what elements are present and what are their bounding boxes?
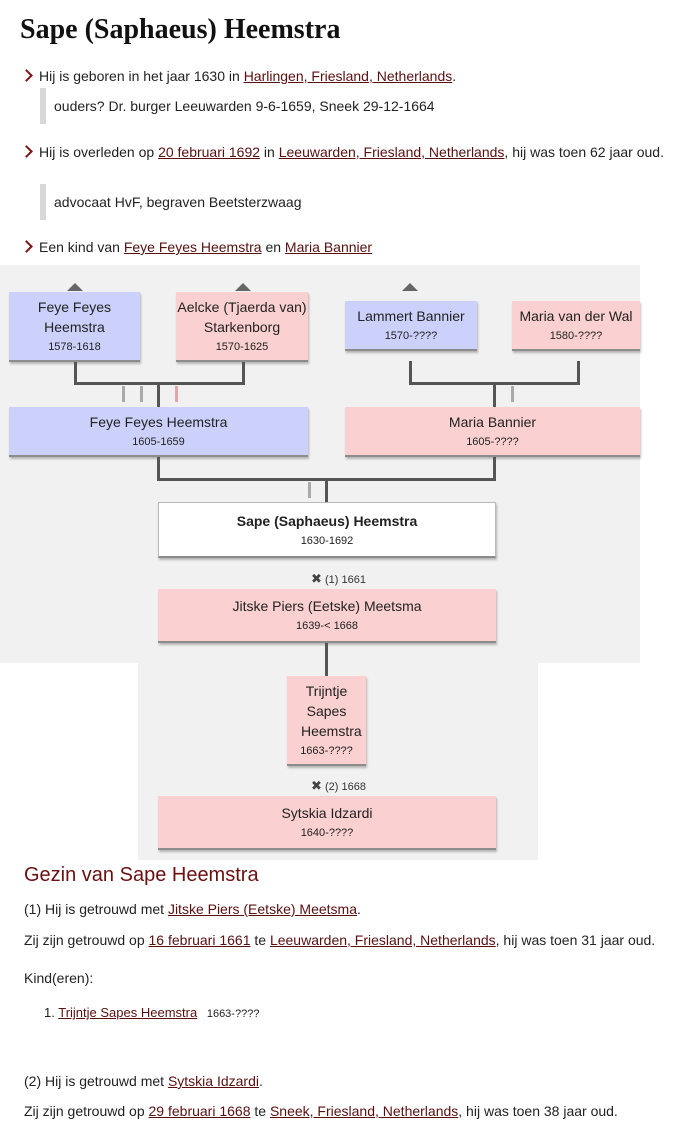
- wedding-1-post: , hij was toen 31 jaar oud.: [495, 932, 656, 948]
- person-name: Trijntje Sapes Heemstra: [301, 683, 362, 739]
- person-dates: 1570-????: [384, 330, 438, 342]
- marriage-2-post: .: [258, 1073, 263, 1089]
- children-label: Kind(eren):: [24, 970, 94, 986]
- wedding-2-post: , hij was toen 38 jaar oud.: [458, 1103, 618, 1119]
- sibling-tick: [175, 386, 178, 402]
- wedding-1-place-link[interactable]: Leeuwarden, Friesland, Netherlands: [269, 932, 496, 948]
- connector-line: [409, 361, 412, 384]
- marriage-icon: ✖: [311, 778, 322, 793]
- connector-line: [157, 457, 160, 480]
- death-mid: in: [260, 144, 279, 160]
- birth-place-link[interactable]: Harlingen, Friesland, Netherlands: [243, 68, 453, 84]
- person-dates: 1580-????: [549, 330, 603, 342]
- parents-mid: en: [261, 239, 285, 255]
- sibling-tick: [511, 386, 514, 402]
- connector-line: [74, 362, 77, 384]
- sibling-tick: [308, 482, 311, 498]
- person-name: Maria Bannier: [448, 414, 537, 430]
- sibling-tick: [122, 386, 125, 402]
- marriage-icon: ✖: [311, 571, 322, 586]
- person-dates: 1578-1618: [48, 341, 101, 353]
- sibling-tick: [140, 386, 143, 402]
- person-box-child[interactable]: Trijntje Sapes Heemstra 1663-????: [287, 676, 366, 766]
- person-name: Feye Feyes Heemstra: [37, 299, 112, 335]
- family-heading: Gezin van Sape Heemstra: [24, 864, 259, 886]
- birth-note: ouders? Dr. burger Leeuwarden 9-6-1659, …: [40, 88, 435, 124]
- expand-up-icon[interactable]: [235, 283, 251, 291]
- death-place-link[interactable]: Leeuwarden, Friesland, Netherlands: [278, 144, 505, 160]
- marriage-1-line: (1) Hij is getrouwd met Jitske Piers (Ee…: [24, 900, 664, 919]
- wedding-1-text: Zij zijn getrouwd op: [24, 932, 149, 948]
- birth-fact: Hij is geboren in het jaar 1630 in Harli…: [20, 66, 672, 86]
- person-name: Sytskia Idzardi: [281, 805, 373, 821]
- birth-text: Hij is geboren in het jaar 1630 in: [39, 68, 244, 84]
- person-name: Feye Feyes Heemstra: [89, 414, 228, 430]
- person-dates: 1640-????: [300, 827, 354, 839]
- person-name: Maria van der Wal: [519, 308, 633, 324]
- connector-line: [242, 362, 245, 384]
- wedding-2-date-link[interactable]: 29 februari 1668: [148, 1103, 251, 1119]
- page-title: Sape (Saphaeus) Heemstra: [20, 14, 341, 45]
- wedding-1-mid: te: [250, 932, 270, 948]
- person-box-grandfather-maternal[interactable]: Lammert Bannier 1570-????: [345, 301, 477, 351]
- person-dates: 1605-????: [466, 436, 519, 448]
- death-date-link[interactable]: 20 februari 1692: [158, 144, 261, 160]
- wedding-1-line: Zij zijn getrouwd op 16 februari 1661 te…: [24, 931, 664, 950]
- child-dates: 1663-????: [206, 1008, 260, 1020]
- death-text: Hij is overleden op: [39, 144, 159, 160]
- marriage-label: (2) 1668: [324, 781, 366, 793]
- person-box-grandmother-paternal[interactable]: Aelcke (Tjaerda van) Starkenborg 1570-16…: [176, 292, 308, 362]
- person-dates: 1570-1625: [215, 341, 269, 353]
- wedding-2-mid: te: [250, 1103, 270, 1119]
- spouse-2-link[interactable]: Sytskia Idzardi: [167, 1073, 259, 1089]
- person-dates: 1663-????: [300, 745, 353, 757]
- marriage-1-post: .: [357, 901, 361, 917]
- person-dates: 1639-< 1668: [295, 620, 359, 632]
- mother-link[interactable]: Maria Bannier: [284, 239, 373, 255]
- list-item: 1. Trijntje Sapes Heemstra 1663-????: [44, 1005, 259, 1020]
- person-box-grandfather-paternal[interactable]: Feye Feyes Heemstra 1578-1618: [9, 292, 140, 362]
- person-box-mother[interactable]: Maria Bannier 1605-????: [345, 407, 640, 457]
- person-name: Aelcke (Tjaerda van) Starkenborg: [177, 299, 307, 335]
- person-dates: 1605-1659: [132, 436, 185, 448]
- child-link[interactable]: Trijntje Sapes Heemstra: [58, 1005, 198, 1020]
- person-name: Sape (Saphaeus) Heemstra: [236, 512, 418, 529]
- wedding-1-date-link[interactable]: 16 februari 1661: [148, 932, 251, 948]
- connector-line: [493, 457, 496, 480]
- wedding-2-text: Zij zijn getrouwd op: [24, 1103, 149, 1119]
- connector-line: [325, 643, 328, 676]
- expand-up-icon[interactable]: [402, 283, 418, 291]
- wedding-2-place-link[interactable]: Sneek, Friesland, Netherlands: [269, 1103, 459, 1119]
- person-box-spouse-1[interactable]: Jitske Piers (Eetske) Meetsma 1639-< 166…: [158, 589, 496, 643]
- person-dates: 1630-1692: [300, 534, 354, 547]
- parents-text: Een kind van: [39, 239, 124, 255]
- marriage-marker-2: ✖ (2) 1668: [311, 778, 366, 794]
- parents-fact: Een kind van Feye Feyes Heemstra en Mari…: [20, 237, 672, 257]
- person-box-grandmother-maternal[interactable]: Maria van der Wal 1580-????: [512, 301, 640, 351]
- connector-line: [577, 361, 580, 384]
- connector-line: [157, 382, 160, 407]
- death-note: advocaat HvF, begraven Beetsterzwaag: [40, 184, 301, 220]
- marriage-marker-1: ✖ (1) 1661: [311, 571, 366, 587]
- father-link[interactable]: Feye Feyes Heemstra: [123, 239, 262, 255]
- person-name: Lammert Bannier: [357, 308, 465, 324]
- person-box-self[interactable]: Sape (Saphaeus) Heemstra 1630-1692: [158, 502, 496, 558]
- wedding-2-line: Zij zijn getrouwd op 29 februari 1668 te…: [24, 1102, 664, 1121]
- spouse-1-link[interactable]: Jitske Piers (Eetske) Meetsma: [167, 901, 357, 917]
- marriage-label: (1) 1661: [324, 574, 366, 586]
- person-name: Jitske Piers (Eetske) Meetsma: [232, 598, 422, 614]
- connector-line: [325, 478, 328, 502]
- death-fact: Hij is overleden op 20 februari 1692 in …: [20, 142, 672, 162]
- person-box-father[interactable]: Feye Feyes Heemstra 1605-1659: [9, 407, 308, 457]
- marriage-2-text: (2) Hij is getrouwd met: [24, 1073, 168, 1089]
- person-box-spouse-2[interactable]: Sytskia Idzardi 1640-????: [158, 796, 496, 850]
- marriage-2-line: (2) Hij is getrouwd met Sytskia Idzardi.: [24, 1072, 664, 1091]
- connector-line: [493, 382, 496, 407]
- death-post: , hij was toen 62 jaar oud.: [504, 144, 664, 160]
- expand-up-icon[interactable]: [67, 283, 83, 291]
- child-number: 1.: [44, 1005, 55, 1020]
- marriage-1-text: (1) Hij is getrouwd met: [24, 901, 168, 917]
- birth-post: .: [452, 68, 457, 84]
